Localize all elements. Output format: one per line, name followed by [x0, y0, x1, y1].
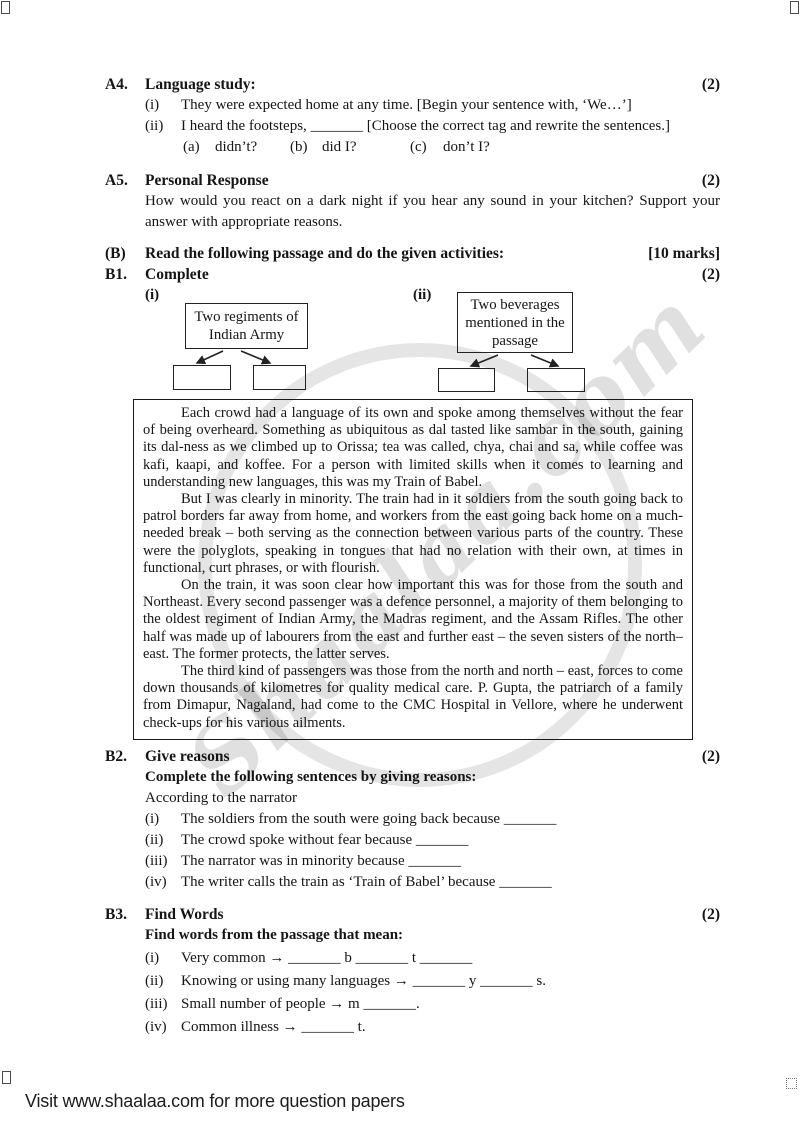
passage-paragraph: On the train, it was soon clear how impo…	[143, 577, 683, 662]
item-text: The writer calls the train as ‘Train of …	[181, 873, 552, 890]
intro-text: According to the narrator	[145, 789, 298, 806]
section-b1-heading: B1. Complete (2)	[105, 264, 720, 285]
option-text: didn’t?	[215, 139, 258, 155]
section-title: Find Words	[145, 905, 224, 923]
section-number: (B)	[105, 245, 126, 262]
complete-diagram: (i) (ii) Two regiments of Indian Army Tw…	[105, 285, 720, 399]
marks-badge: (2)	[701, 172, 720, 189]
section-a4-heading: A4. Language study: (2)	[105, 74, 720, 95]
item-label: (i)	[145, 97, 160, 113]
section-title: Personal Response	[145, 172, 269, 189]
diagram-box-beverages: Two beverages mentioned in the passage	[457, 292, 573, 353]
question-item: (ii) The crowd spoke without fear becaus…	[145, 830, 720, 851]
option-label: (c)	[410, 139, 427, 155]
question-item: (iii) Small number of people → m _______…	[145, 994, 720, 1015]
question-paper-page: A4. Language study: (2) (i) They were ex…	[105, 74, 720, 1038]
item-text: The narrator was in minority because ___…	[181, 852, 461, 869]
marks-badge: (2)	[701, 76, 720, 93]
item-label: (iii)	[145, 995, 168, 1012]
item-label: (ii)	[145, 831, 164, 848]
question-text: How would you react on a dark night if y…	[145, 193, 720, 230]
item-text: The soldiers from the south were going b…	[181, 810, 557, 827]
marks-badge: [10 marks]	[648, 245, 720, 262]
item-text: They were expected home at any time. [Be…	[181, 97, 632, 113]
diagram-answer-box	[173, 365, 231, 390]
question-item: (ii) Knowing or using many languages → _…	[145, 971, 720, 992]
question-item: (iii) The narrator was in minority becau…	[145, 851, 720, 872]
section-subtitle: Find words from the passage that mean:	[145, 926, 404, 943]
question-item: (iv) Common illness → _______ t.	[145, 1017, 720, 1038]
question-item: (i) The soldiers from the south were goi…	[145, 809, 720, 830]
question-item: (iv) The writer calls the train as ‘Trai…	[145, 872, 720, 893]
diagram-box-regiments: Two regiments of Indian Army	[185, 303, 308, 349]
section-number: A5.	[105, 172, 128, 189]
item-label: (iv)	[145, 873, 167, 890]
item-label: (i)	[145, 810, 160, 827]
question-item: (ii) I heard the footsteps, _______ [Cho…	[145, 116, 720, 137]
diagram-label-i: (i)	[145, 287, 160, 303]
item-label: (ii)	[145, 972, 164, 989]
question-item: (i) They were expected home at any time.…	[145, 95, 720, 116]
option-label: (a)	[183, 139, 200, 155]
section-number: A4.	[105, 76, 128, 93]
passage-paragraph: Each crowd had a language of its own and…	[143, 405, 683, 490]
section-a5-heading: A5. Personal Response (2)	[105, 170, 720, 191]
item-text: Small number of people → m _______.	[181, 995, 420, 1012]
passage-paragraph: The third kind of passengers was those f…	[143, 663, 683, 731]
section-title: Read the following passage and do the gi…	[145, 245, 505, 262]
arrow-icon	[195, 350, 560, 368]
section-title: Give reasons	[145, 747, 230, 765]
diagram-answer-box	[438, 368, 495, 392]
question-item: (i) Very common → _______ b _______ t __…	[145, 948, 720, 969]
item-label: (iv)	[145, 1018, 167, 1035]
diagram-label-ii: (ii)	[413, 287, 432, 303]
marks-badge: (2)	[701, 266, 720, 283]
corner-glyph	[786, 1078, 797, 1089]
option-label: (b)	[290, 139, 308, 155]
passage-paragraph: But I was clearly in minority. The train…	[143, 491, 683, 576]
corner-glyph	[1, 1, 10, 14]
section-number: B2.	[105, 747, 127, 765]
item-text: Common illness → _______ t.	[181, 1018, 366, 1035]
item-text: The crowd spoke without fear because ___…	[181, 831, 469, 848]
section-title: Complete	[145, 266, 209, 283]
section-b2-heading: B2. Give reasons (2)	[105, 746, 720, 767]
item-label: (iii)	[145, 852, 168, 869]
section-number: B3.	[105, 905, 127, 923]
diagram-answer-box	[253, 365, 306, 390]
option-text: don’t I?	[443, 139, 490, 155]
footer-note: Visit www.shaalaa.com for more question …	[25, 1091, 405, 1111]
section-subtitle: Complete the following sentences by givi…	[145, 768, 477, 785]
item-label: (ii)	[145, 118, 164, 134]
passage-box: Each crowd had a language of its own and…	[133, 399, 693, 740]
option-text: did I?	[322, 139, 357, 155]
item-label: (i)	[145, 949, 160, 966]
marks-badge: (2)	[701, 747, 720, 765]
item-text: Very common → _______ b _______ t ______…	[181, 949, 473, 966]
option-row: (a) didn’t? (b) did I? (c) don’t I?	[183, 137, 720, 158]
section-b3-heading: B3. Find Words (2)	[105, 904, 720, 925]
corner-glyph	[790, 1, 799, 14]
section-number: B1.	[105, 266, 127, 283]
section-title: Language study:	[145, 76, 256, 93]
item-text: I heard the footsteps, _______ [Choose t…	[181, 118, 670, 134]
marks-badge: (2)	[701, 905, 720, 923]
item-text: Knowing or using many languages → ______…	[181, 972, 546, 989]
corner-glyph	[2, 1071, 11, 1084]
section-b-heading: (B) Read the following passage and do th…	[105, 243, 720, 264]
diagram-answer-box	[527, 368, 585, 392]
